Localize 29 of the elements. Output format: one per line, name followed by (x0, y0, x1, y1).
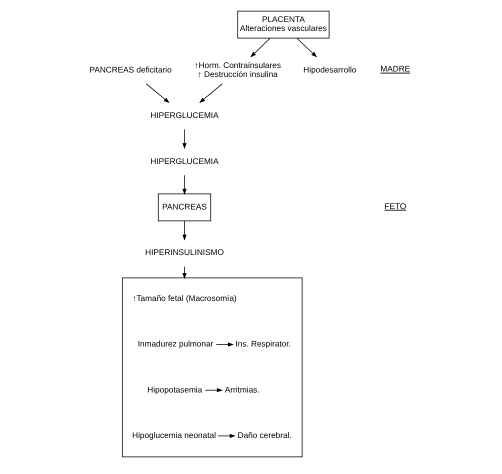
node-text: Hipoglucemia neonatal (132, 431, 216, 440)
arrow (204, 388, 223, 392)
node-text: Hipopotasemia (147, 385, 202, 394)
arrow (199, 83, 223, 104)
node-text: Inmadurez pulmonar (138, 340, 214, 349)
node-text: HIPERGLUCEMIA (150, 111, 219, 120)
arrow (182, 220, 187, 241)
node-box: PANCREAS (158, 194, 212, 222)
node-text: Arritmias. (224, 385, 260, 394)
node-text: ↑Horm. Contrainsulares ↑ Destrucción insulina (194, 60, 281, 79)
node-text: ↑Tamaño fetal (Macrosomía) (132, 294, 237, 303)
label: FETO (384, 202, 406, 211)
label: MADRE (380, 64, 410, 74)
arrow (182, 129, 187, 150)
node-text: Hipodesarrollo (303, 65, 356, 74)
arrow (296, 38, 318, 58)
arrow (146, 83, 170, 104)
arrow (216, 342, 234, 347)
node-text: HIPERINSULINISMO (145, 248, 224, 258)
cluster (122, 277, 302, 458)
node-text: HIPERGLUCEMIA (150, 156, 219, 166)
arrow (182, 174, 187, 195)
arrow (250, 38, 271, 58)
node-text: Daño cerebral. (238, 431, 292, 440)
node-box: PLACENTA Alteraciones vasculares (237, 10, 330, 38)
arrow (218, 434, 236, 438)
arrow (182, 266, 187, 279)
node-text: PANCREAS deficitario (89, 65, 172, 74)
node-text: Ins. Respirator. (235, 340, 291, 349)
